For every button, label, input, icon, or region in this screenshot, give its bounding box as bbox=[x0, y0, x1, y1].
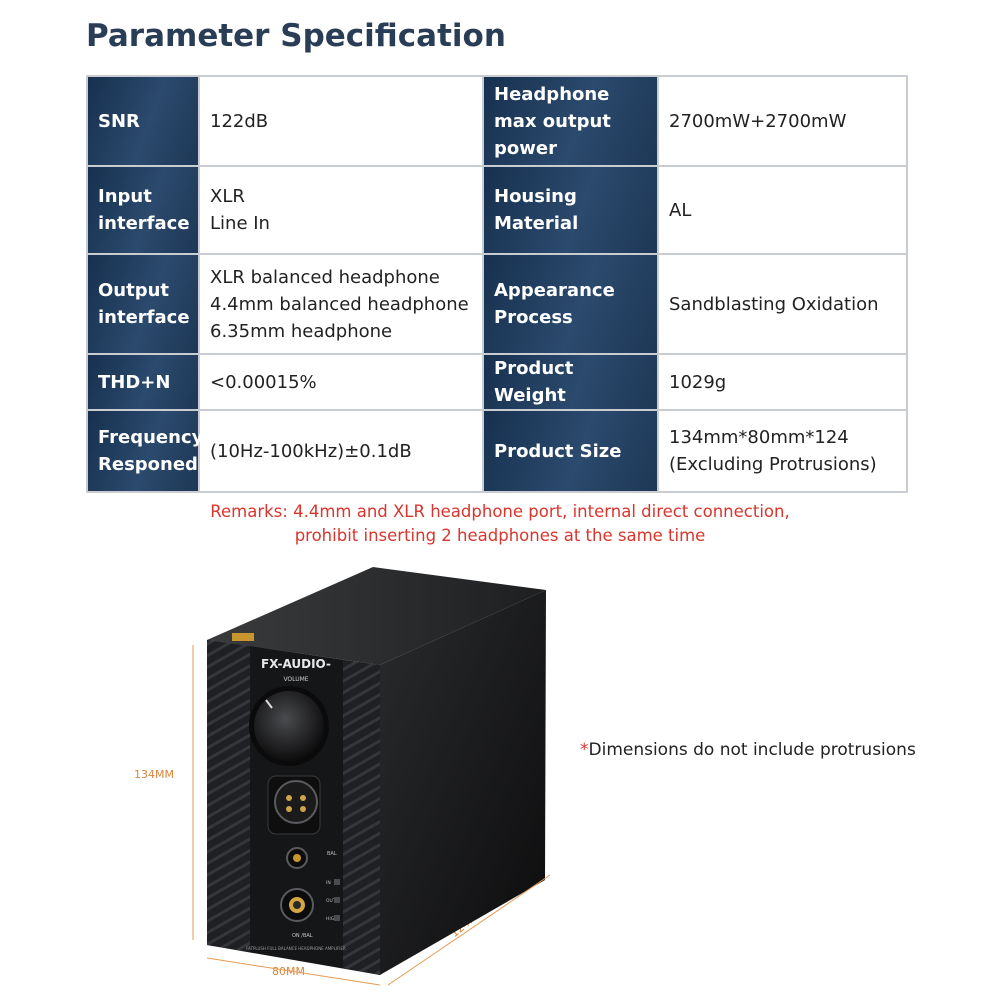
switch-label-in: IN bbox=[326, 880, 331, 886]
spec-key: Product Size bbox=[482, 409, 659, 493]
spec-value: XLR balanced headphone 4.4mm balanced hea… bbox=[198, 253, 484, 355]
width-dimension-line bbox=[206, 957, 381, 986]
asterisk: * bbox=[580, 740, 589, 760]
dimension-lines bbox=[192, 645, 551, 986]
dimensions-note: *Dimensions do not include protrusions bbox=[580, 740, 916, 760]
side-face bbox=[380, 590, 546, 975]
bottom-label: FATPLUSH FULL BALANCE HEADPHONE AMPLIFIE… bbox=[246, 946, 346, 951]
knob-label: VOLUME bbox=[283, 676, 308, 683]
spec-key: Product Weight bbox=[482, 353, 659, 411]
spec-key: SNR bbox=[86, 75, 200, 167]
front-ridges-right bbox=[343, 660, 380, 975]
remarks: Remarks: 4.4mm and XLR headphone port, i… bbox=[0, 500, 1000, 548]
spec-value-line: 1029g bbox=[669, 371, 727, 393]
brand-logo: FX-AUDIO- bbox=[261, 657, 331, 671]
spec-value: 122dB bbox=[198, 75, 484, 167]
height-dimension-label: 134MM bbox=[134, 768, 174, 781]
spec-value-line: (10Hz-100kHz)±0.1dB bbox=[210, 440, 412, 462]
spec-value-line: 4.4mm balanced headphone bbox=[210, 293, 469, 315]
gain-label: ON /BAL bbox=[292, 933, 313, 939]
spec-value-line: 2700mW+2700mW bbox=[669, 110, 847, 132]
spec-key: Headphone max output power bbox=[482, 75, 659, 167]
spec-value-line: AL bbox=[669, 199, 692, 221]
dimensions-note-text: Dimensions do not include protrusions bbox=[588, 740, 916, 760]
remarks-line-2: prohibit inserting 2 headphones at the s… bbox=[294, 525, 706, 545]
spec-value-line: 134mm*80mm*124 bbox=[669, 427, 849, 448]
spec-value: <0.00015% bbox=[198, 353, 484, 411]
depth-dimension-line bbox=[387, 874, 551, 986]
width-dimension-label: 80MM bbox=[272, 965, 305, 978]
spec-value-line: Line In bbox=[210, 213, 270, 234]
spec-key: THD+N bbox=[86, 353, 200, 411]
xlr-jack bbox=[274, 780, 318, 824]
spec-key: Housing Material bbox=[482, 165, 659, 255]
spec-value: (10Hz-100kHz)±0.1dB bbox=[198, 409, 484, 493]
gold-badge bbox=[232, 633, 254, 641]
spec-value-line: Sandblasting Oxidation bbox=[669, 293, 879, 315]
product-image: FX-AUDIO- VOLUME BAL ON /BAL IN OUT HIGH… bbox=[192, 567, 551, 986]
spec-row: Input interface XLR Line In Housing Materia… bbox=[86, 165, 908, 255]
spec-row: THD+N <0.00015% Product Weight 1029g bbox=[86, 353, 908, 411]
switch-label-out: OUT bbox=[326, 898, 336, 904]
spec-key: Frequency Responed bbox=[86, 409, 203, 493]
xlr-label: BAL bbox=[327, 851, 337, 857]
remarks-line-1: Remarks: 4.4mm and XLR headphone port, i… bbox=[210, 502, 790, 521]
spec-key: Appearance Process bbox=[482, 253, 659, 355]
front-ridges-left bbox=[207, 640, 250, 952]
spec-value: Sandblasting Oxidation bbox=[657, 253, 908, 355]
spec-row: Frequency Responed (10Hz-100kHz)±0.1dB Pro… bbox=[86, 409, 908, 493]
spec-value: AL bbox=[657, 165, 908, 255]
spec-value-line: (Excluding Protrusions) bbox=[669, 454, 877, 475]
spec-key: Output interface bbox=[86, 253, 200, 355]
spec-value-line: <0.00015% bbox=[210, 371, 317, 393]
spec-row: Output interface XLR balanced headphone 4.… bbox=[86, 253, 908, 355]
page-title: Parameter Specification bbox=[86, 18, 506, 54]
spec-key: Input interface bbox=[86, 165, 200, 255]
spec-table: SNR 122dB Headphone max output power 2700mW… bbox=[86, 75, 908, 493]
spec-value: XLR Line In bbox=[198, 165, 484, 255]
switch-label-high: HIGH bbox=[326, 916, 338, 922]
spec-row: SNR 122dB Headphone max output power 2700mW… bbox=[86, 75, 908, 167]
spec-value-line: XLR bbox=[210, 186, 245, 207]
spec-value: 1029g bbox=[657, 353, 908, 411]
spec-value: 134mm*80mm*124 (Excluding Protrusions) bbox=[657, 409, 908, 493]
spec-value-line: 6.35mm headphone bbox=[210, 320, 393, 342]
spec-value: 2700mW+2700mW bbox=[657, 75, 908, 167]
spec-value-line: 122dB bbox=[210, 110, 269, 132]
top-face bbox=[207, 567, 546, 665]
spec-value-line: XLR balanced headphone bbox=[210, 266, 440, 288]
